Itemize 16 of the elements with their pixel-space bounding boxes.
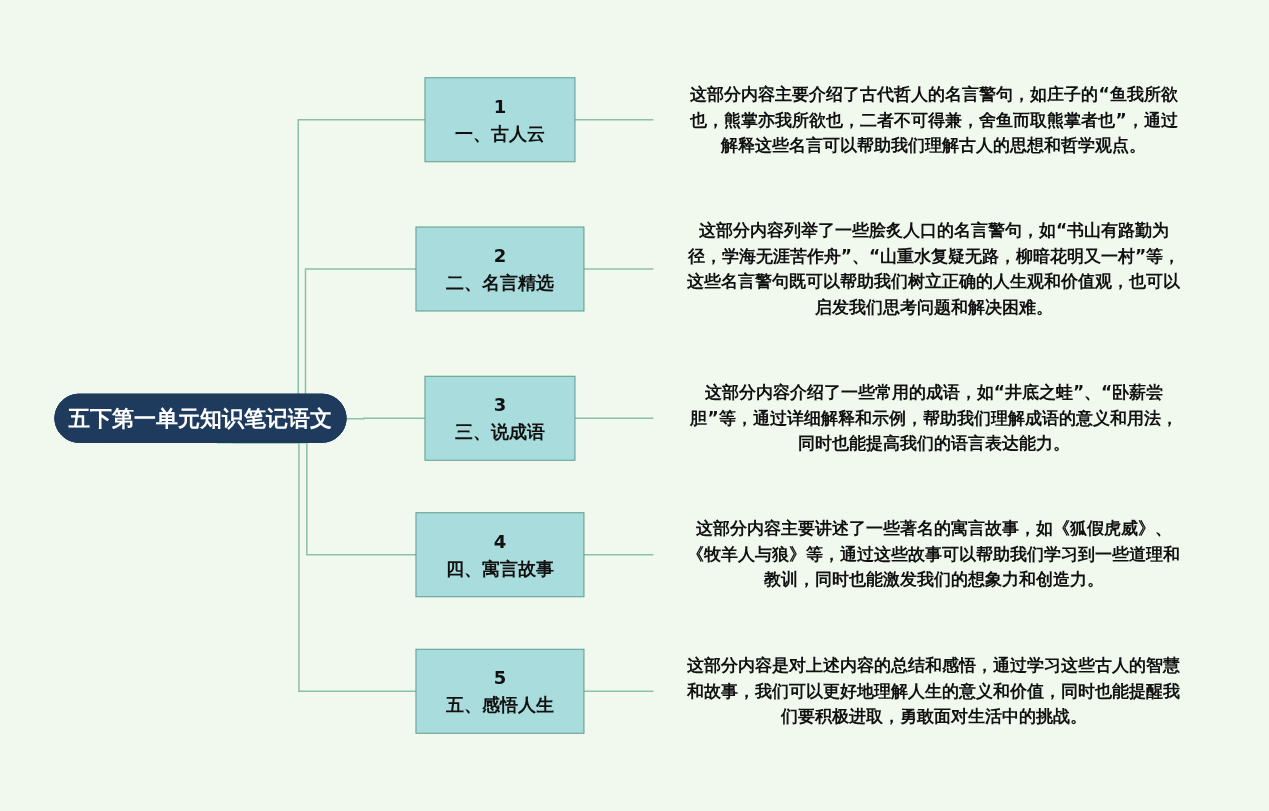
connector [583, 554, 655, 556]
node-text: 这部分内容主要介绍了古代哲人的名言警句，如庄子的“鱼我所欲也，熊掌亦我所欲也，二者不可得兼，舍鱼而取熊掌者也”，通过解释这些名言可以帮助我们理解古人的思想和哲学观点。 [690, 83, 1178, 155]
connector [574, 417, 655, 419]
node-text: 这部分内容是对上述内容的总结和感悟，通过学习这些古人的智慧和故事，我们可以更好地理解人生的意义和价值，同时也能提醒我们要积极进取，勇敢面对生活中的挑战。 [687, 655, 1181, 726]
node-box [415, 512, 585, 598]
node-box [415, 226, 585, 312]
node-text: 这部分内容主要讲述了一些著名的寓言故事，如《狐假虎威》、《牧羊人与狼》等，通过这些故事可以帮助我们学习到一些道理和教训，同时也能激发我们的想象力和创造力。 [687, 518, 1181, 590]
connector [583, 690, 655, 692]
node-text: 这部分内容介绍了一些常用的成语，如“井底之蛙”、“卧薪尝胆”等，通过详细解释和示例，帮助我们理解成语的意义和用法，同时也能提高我们的语言表达能力。 [690, 382, 1178, 453]
node-box [415, 648, 585, 734]
connector [583, 268, 655, 270]
connector [574, 119, 655, 121]
node-text: 这部分内容列举了一些脍炙人口的名言警句，如“书山有路勤为径，学海无涯苦作舟”、“山重水复疑无路，柳暗花明又一村”等，这些名言警句既可以帮助我们树立正确的人生观和价值观，也可以启发我们思考问题和解决困难。 [687, 220, 1181, 317]
connector [345, 417, 426, 420]
node-box [424, 77, 576, 163]
node-box [424, 375, 576, 461]
